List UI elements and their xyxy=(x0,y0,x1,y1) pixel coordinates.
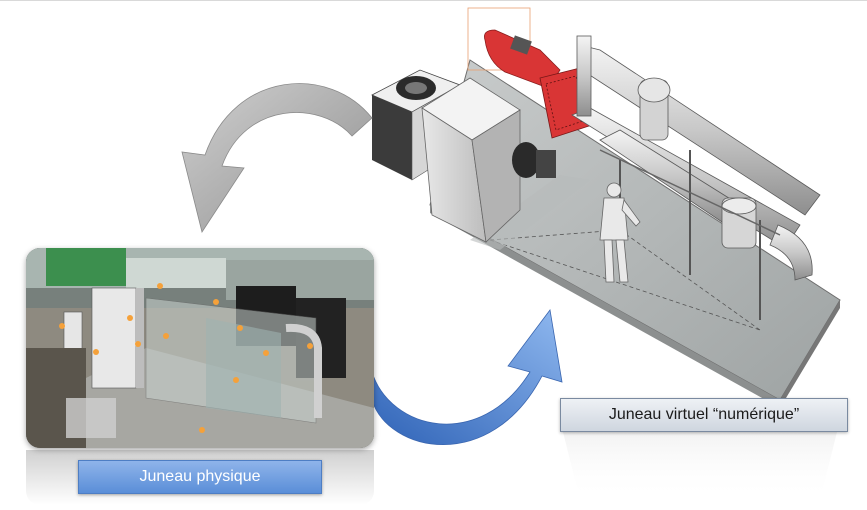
virtual-twin-label: Juneau virtuel “numérique” xyxy=(560,398,848,432)
electrical-cabinet xyxy=(421,77,521,243)
curved-arrow-left-down-icon xyxy=(181,83,373,233)
floor-reflection xyxy=(560,420,840,500)
physical-twin-photo xyxy=(26,248,374,448)
curved-arrow-right-up-icon xyxy=(371,309,563,445)
pump-unit xyxy=(512,142,556,178)
physical-twin-label: Juneau physique xyxy=(78,460,322,494)
pipe-network xyxy=(571,35,821,320)
physical-twin-scene xyxy=(26,248,374,448)
sensor-markers xyxy=(59,283,313,433)
human-figure xyxy=(599,182,641,283)
top-divider xyxy=(0,0,867,1)
